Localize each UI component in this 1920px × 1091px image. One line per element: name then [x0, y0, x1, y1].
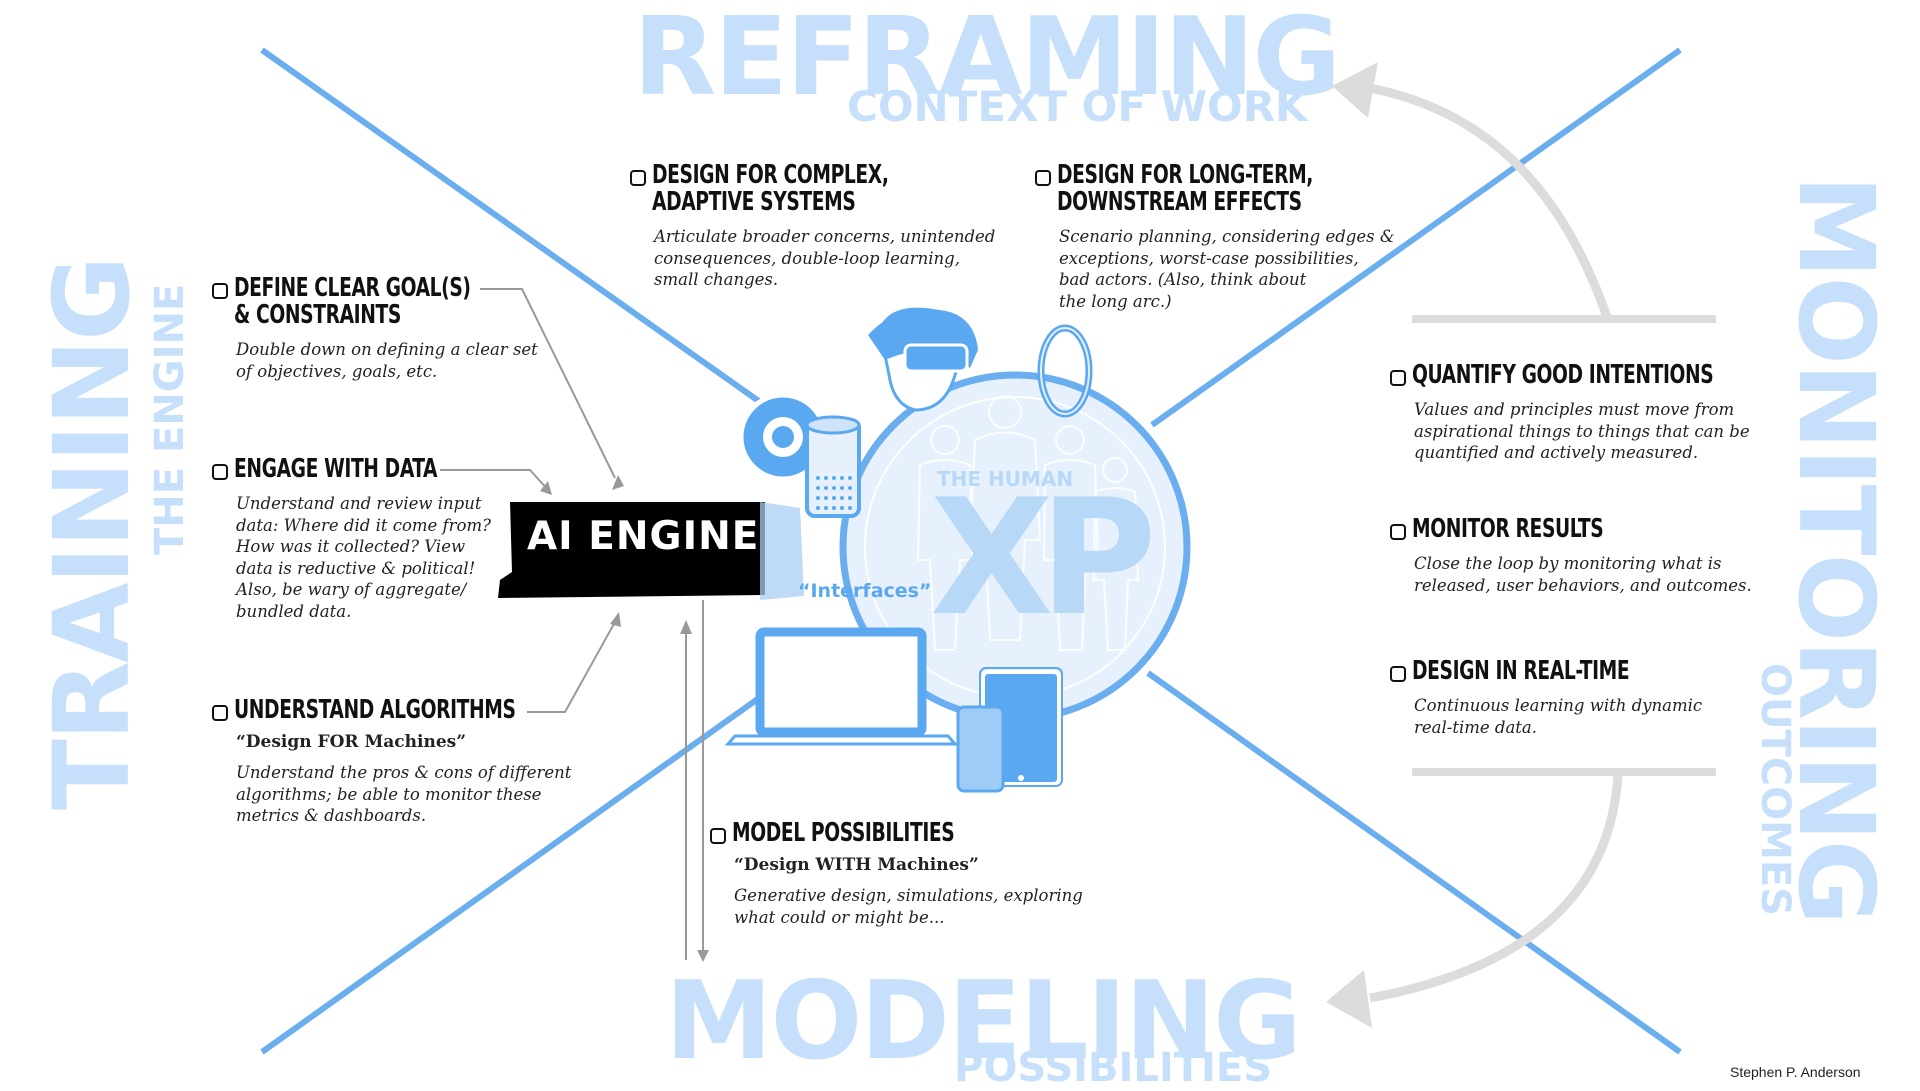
checkbox[interactable] [1035, 170, 1051, 186]
laptop-icon [724, 627, 959, 746]
item-monitor-results: Monitor results Close the loop by monito… [1390, 516, 1752, 596]
checkbox[interactable] [212, 464, 228, 480]
checkbox[interactable] [1390, 370, 1406, 386]
modeling-subtitle: POSSIBILITIES [954, 1045, 1273, 1091]
item-description: Values and principles must move from asp… [1414, 400, 1750, 462]
checkbox[interactable] [212, 705, 228, 721]
item-title: Monitor results [1412, 514, 1604, 544]
item-title: Understand algorithms [234, 695, 516, 725]
item-description: Understand and review input data: Where … [236, 494, 491, 621]
item-title: Define clear goal(s) & constraints [234, 273, 471, 330]
item-design-in-real-time: Design in real-time Continuous learning … [1390, 658, 1702, 738]
ai-engine-overlay [760, 502, 804, 600]
x-line-topright [1150, 47, 1682, 428]
checkbox[interactable] [1390, 524, 1406, 540]
modeling-title: MODELING [665, 959, 1302, 1084]
item-title: Model possibilities [732, 818, 955, 848]
human-label: THE HUMAN [937, 467, 1074, 491]
ai-engine-shape [498, 502, 765, 598]
human-silhouettes [916, 395, 1140, 651]
item-description: Continuous learning with dynamic real-ti… [1414, 696, 1703, 737]
item-description: Scenario planning, considering edges & e… [1059, 227, 1395, 311]
item-description: Understand the pros & cons of different … [236, 763, 572, 825]
x-line-bottomright [1146, 670, 1682, 1055]
tablet-phone-icon [956, 667, 1063, 793]
reframing-arc [1369, 83, 1613, 322]
checkbox[interactable] [630, 170, 646, 186]
training-subtitle: THE ENGINE [147, 283, 193, 555]
reframing-title: REFRAMING [633, 0, 1341, 120]
modeling-arrowhead [1326, 970, 1372, 1028]
x-line-topleft [260, 47, 762, 405]
item-model-possibilities: Model possibilities “Design WITH Machine… [710, 820, 1083, 928]
item-title: Design in real-time [1412, 656, 1630, 686]
item-define-clear-goals: Define clear goal(s) & constraints Doubl… [212, 275, 538, 382]
item-description: Generative design, simulations, explorin… [734, 886, 1083, 927]
data-connector [440, 469, 549, 491]
reframing-subtitle: CONTEXT OF WORK [847, 82, 1308, 131]
smart-speaker-icon [738, 392, 861, 518]
item-engage-with-data: Engage with data Understand and review i… [212, 456, 491, 622]
item-title: Design for complex, adaptive systems [652, 160, 889, 217]
interfaces-label: “Interfaces” [798, 580, 932, 602]
modeling-arc [1369, 774, 1623, 1003]
goals-connector [480, 288, 616, 479]
reframing-arrowhead [1332, 62, 1378, 118]
item-understand-algorithms: Understand algorithms “Design FOR Machin… [212, 697, 586, 827]
training-title: TRAINING [31, 257, 153, 810]
xp-label: XP [930, 464, 1157, 651]
item-description: Close the loop by monitoring what is rel… [1414, 554, 1752, 595]
algorithms-connector [527, 621, 616, 713]
item-design-long-term-effects: Design for long-term, downstream effects… [1035, 162, 1395, 312]
item-design-complex-systems: Design for complex, adaptive systems Art… [630, 162, 995, 291]
item-description: Articulate broader concerns, unintended … [654, 227, 996, 289]
checkbox[interactable] [710, 828, 726, 844]
item-quote: “Design FOR Machines” [236, 732, 466, 752]
item-quantify-good-intentions: Quantify good intentions Values and prin… [1390, 362, 1789, 464]
monitoring-title: MONITORING [1775, 175, 1897, 924]
x-line-bottomleft [260, 690, 768, 1055]
checkbox[interactable] [212, 283, 228, 299]
item-title: Design for long-term, downstream effects [1057, 160, 1314, 217]
item-title: Quantify good intentions [1412, 360, 1714, 390]
fitness-band-icon [1037, 324, 1093, 418]
item-title: Engage with data [234, 454, 438, 484]
checkbox[interactable] [1390, 666, 1406, 682]
ai-engine-label: AI ENGINE [527, 514, 760, 559]
vr-headset-icon [868, 307, 978, 412]
item-quote: “Design WITH Machines” [734, 855, 979, 875]
item-description: Double down on defining a clear set of o… [236, 340, 538, 381]
monitoring-subtitle: OUTCOMES [1752, 663, 1798, 917]
author-credit: Stephen P. Anderson [1730, 1064, 1861, 1080]
